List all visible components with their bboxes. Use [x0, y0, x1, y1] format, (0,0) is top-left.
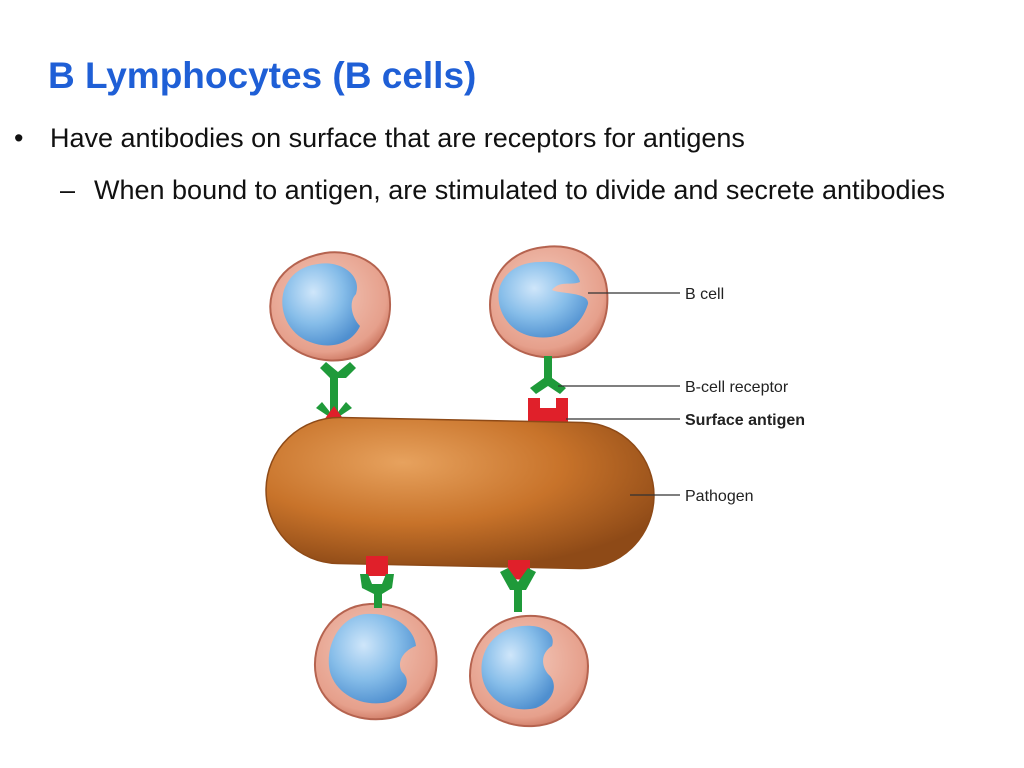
b-cell-bottom-left — [314, 602, 438, 721]
sub-bullet-text: When bound to antigen, are stimulated to… — [94, 175, 946, 205]
sub-bullet-marker: – — [60, 175, 76, 205]
b-cell-top-right — [489, 245, 609, 359]
label-pathogen: Pathogen — [685, 488, 754, 505]
pathogen — [265, 416, 655, 570]
slide-title: B Lymphocytes (B cells) — [48, 55, 477, 96]
b-cell-bottom-right — [468, 614, 590, 728]
receptor-antigen-bottom-left — [360, 556, 394, 608]
label-surface-antigen: Surface antigen — [685, 412, 805, 429]
label-b-cell-receptor: B-cell receptor — [685, 379, 789, 396]
b-cell-top-left — [269, 251, 391, 362]
leader-lines — [558, 292, 680, 496]
receptor-antigen-bottom-right — [500, 560, 536, 612]
label-b-cell: B cell — [685, 286, 724, 303]
receptor-antigen-top-right — [528, 356, 568, 428]
bullet-marker: • — [14, 123, 24, 153]
bullet-text: Have antibodies on surface that are rece… — [50, 123, 745, 153]
